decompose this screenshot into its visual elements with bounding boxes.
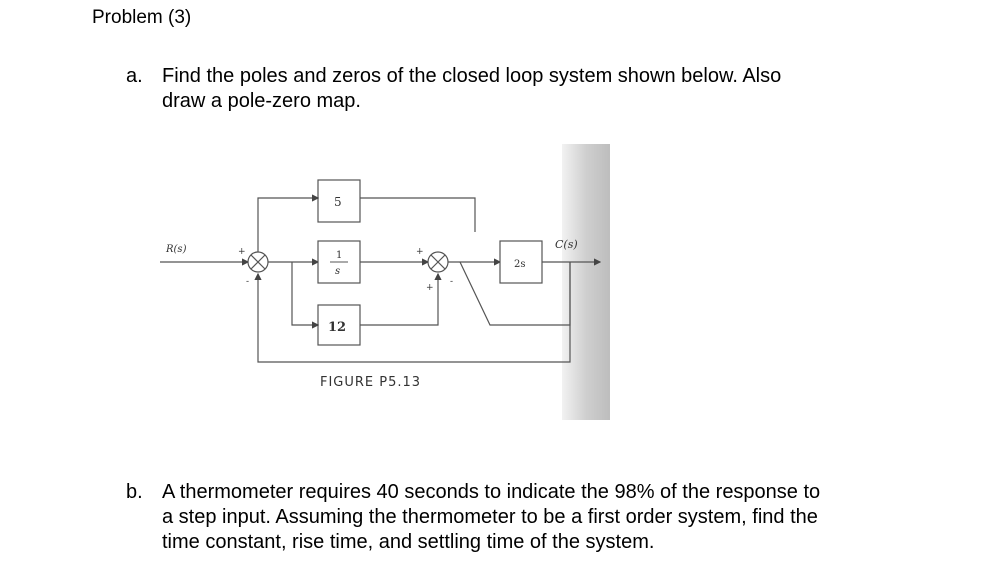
scan-shadow bbox=[562, 144, 610, 420]
part-b-line-1: A thermometer requires 40 seconds to ind… bbox=[162, 481, 821, 503]
part-b-line-3: time constant, rise time, and settling t… bbox=[162, 531, 655, 553]
part-b-text: A thermometer requires 40 seconds to ind… bbox=[162, 480, 820, 555]
part-b-line-2: a step input. Assuming the thermometer t… bbox=[162, 506, 818, 528]
summing-junction-2 bbox=[427, 251, 449, 273]
gain12-to-sum2-line bbox=[360, 272, 442, 326]
block-2s-label: 2s bbox=[514, 259, 526, 270]
part-a-line-2: draw a pole-zero map. bbox=[162, 90, 361, 112]
part-a-marker: a. bbox=[126, 65, 143, 87]
block-diagram-figure: R(s) C(s) 5 1 s 12 2s + - + + - FIGURE P… bbox=[160, 140, 620, 425]
block-gain-5-label: 5 bbox=[334, 195, 342, 209]
part-a-text: Find the poles and zeros of the closed l… bbox=[162, 64, 781, 114]
block-diagram: R(s) C(s) 5 1 s 12 2s + - + + - FIGURE P… bbox=[160, 144, 610, 420]
part-b-marker: b. bbox=[126, 481, 143, 503]
part-b: b. A thermometer requires 40 seconds to … bbox=[126, 480, 966, 560]
outer-feedback-line bbox=[254, 262, 571, 363]
node-to-gain12-line bbox=[291, 262, 320, 329]
sum1-sign-left: + bbox=[238, 247, 246, 257]
part-a: a. Find the poles and zeros of the close… bbox=[126, 64, 946, 116]
part-a-line-1: Find the poles and zeros of the closed l… bbox=[162, 65, 782, 87]
output-label: C(s) bbox=[555, 238, 578, 251]
problem-title: Problem (3) bbox=[92, 7, 192, 28]
input-label: R(s) bbox=[165, 244, 187, 255]
summing-junction-1 bbox=[247, 251, 269, 273]
block-integrator-denominator: s bbox=[335, 266, 340, 277]
sum2-sign-left: + bbox=[416, 247, 424, 257]
sum1-sign-bottom: - bbox=[246, 277, 249, 287]
block-integrator-numerator: 1 bbox=[336, 250, 342, 261]
figure-caption: FIGURE P5.13 bbox=[320, 375, 421, 390]
sum2-sign-bottom: + bbox=[426, 283, 434, 293]
block-gain-12-label: 12 bbox=[328, 320, 346, 335]
feedforward-top-left-line bbox=[257, 194, 320, 252]
sum2-sign-right: - bbox=[450, 277, 453, 287]
block-2s bbox=[499, 240, 543, 284]
feedforward-top-right-line bbox=[360, 197, 476, 232]
